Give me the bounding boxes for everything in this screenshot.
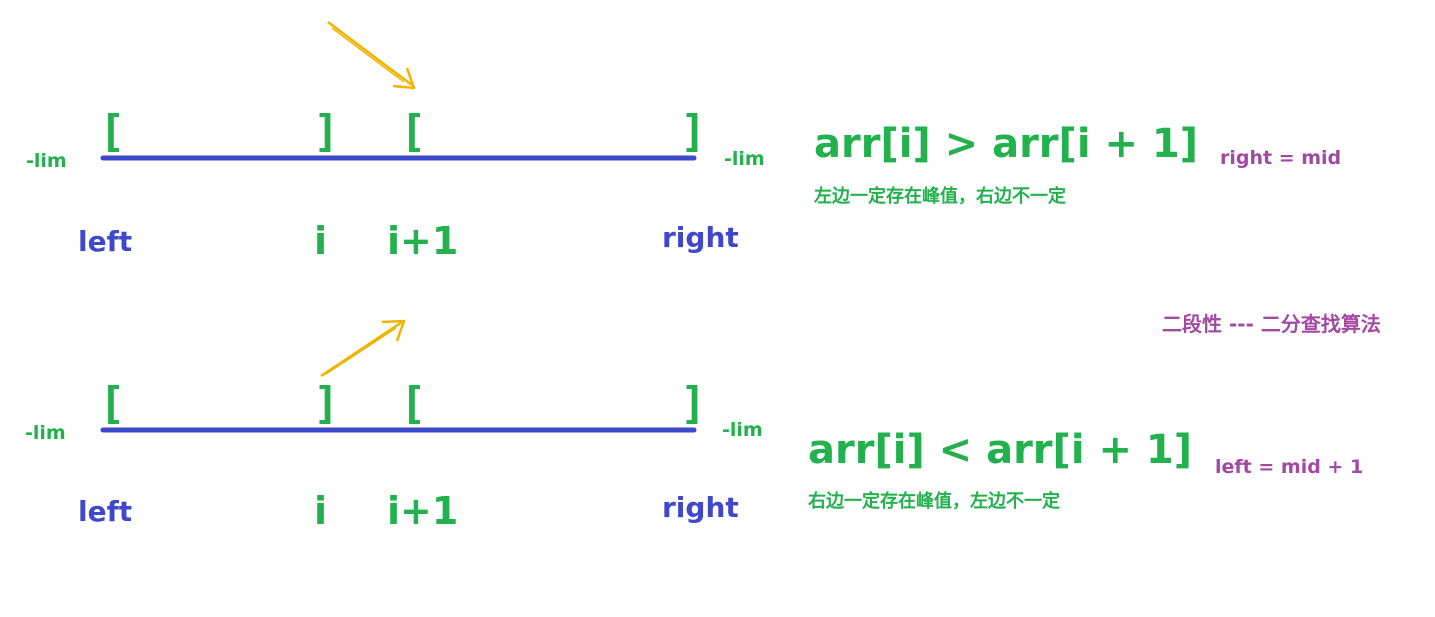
arrow-down-right-icon [327,21,416,90]
case1-i-label: i [314,219,328,263]
case1-close-bracket-right: ] [680,106,707,157]
case1-update: right = mid [1220,147,1342,169]
case2-note: 右边一定存在峰值，左边不一定 [808,491,1060,512]
case1-left-label: left [78,225,133,258]
case2-i1-label: i+1 [387,489,459,533]
case2-lim-left: -lim [25,422,66,444]
case1-i1-label: i+1 [387,219,459,263]
case1-right-label: right [662,221,739,254]
case2-update: left = mid + 1 [1215,456,1364,478]
case2-close-bracket-left: ] [313,378,340,429]
case1-lim-right: -lim [724,148,765,170]
case2-close-bracket-right: ] [680,378,707,429]
case1-open-bracket-left: [ [99,106,126,157]
diagram-title: 二段性 --- 二分查找算法 [1162,312,1381,336]
case1-lim-left: -lim [26,150,67,172]
case1-close-bracket-left: ] [313,106,340,157]
case1-condition: arr[i] > arr[i + 1] [814,121,1199,167]
case1-note: 左边一定存在峰值，右边不一定 [814,186,1066,207]
case2-left-label: left [78,495,133,528]
case2-open-bracket-right: [ [400,378,427,429]
case1-open-bracket-right: [ [400,106,427,157]
case2-right-label: right [662,491,739,524]
case2-i-label: i [314,489,328,533]
case2-open-bracket-left: [ [99,378,126,429]
case2-lim-right: -lim [722,419,763,441]
case2-condition: arr[i] < arr[i + 1] [808,427,1193,473]
arrow-up-right-icon [320,319,406,378]
